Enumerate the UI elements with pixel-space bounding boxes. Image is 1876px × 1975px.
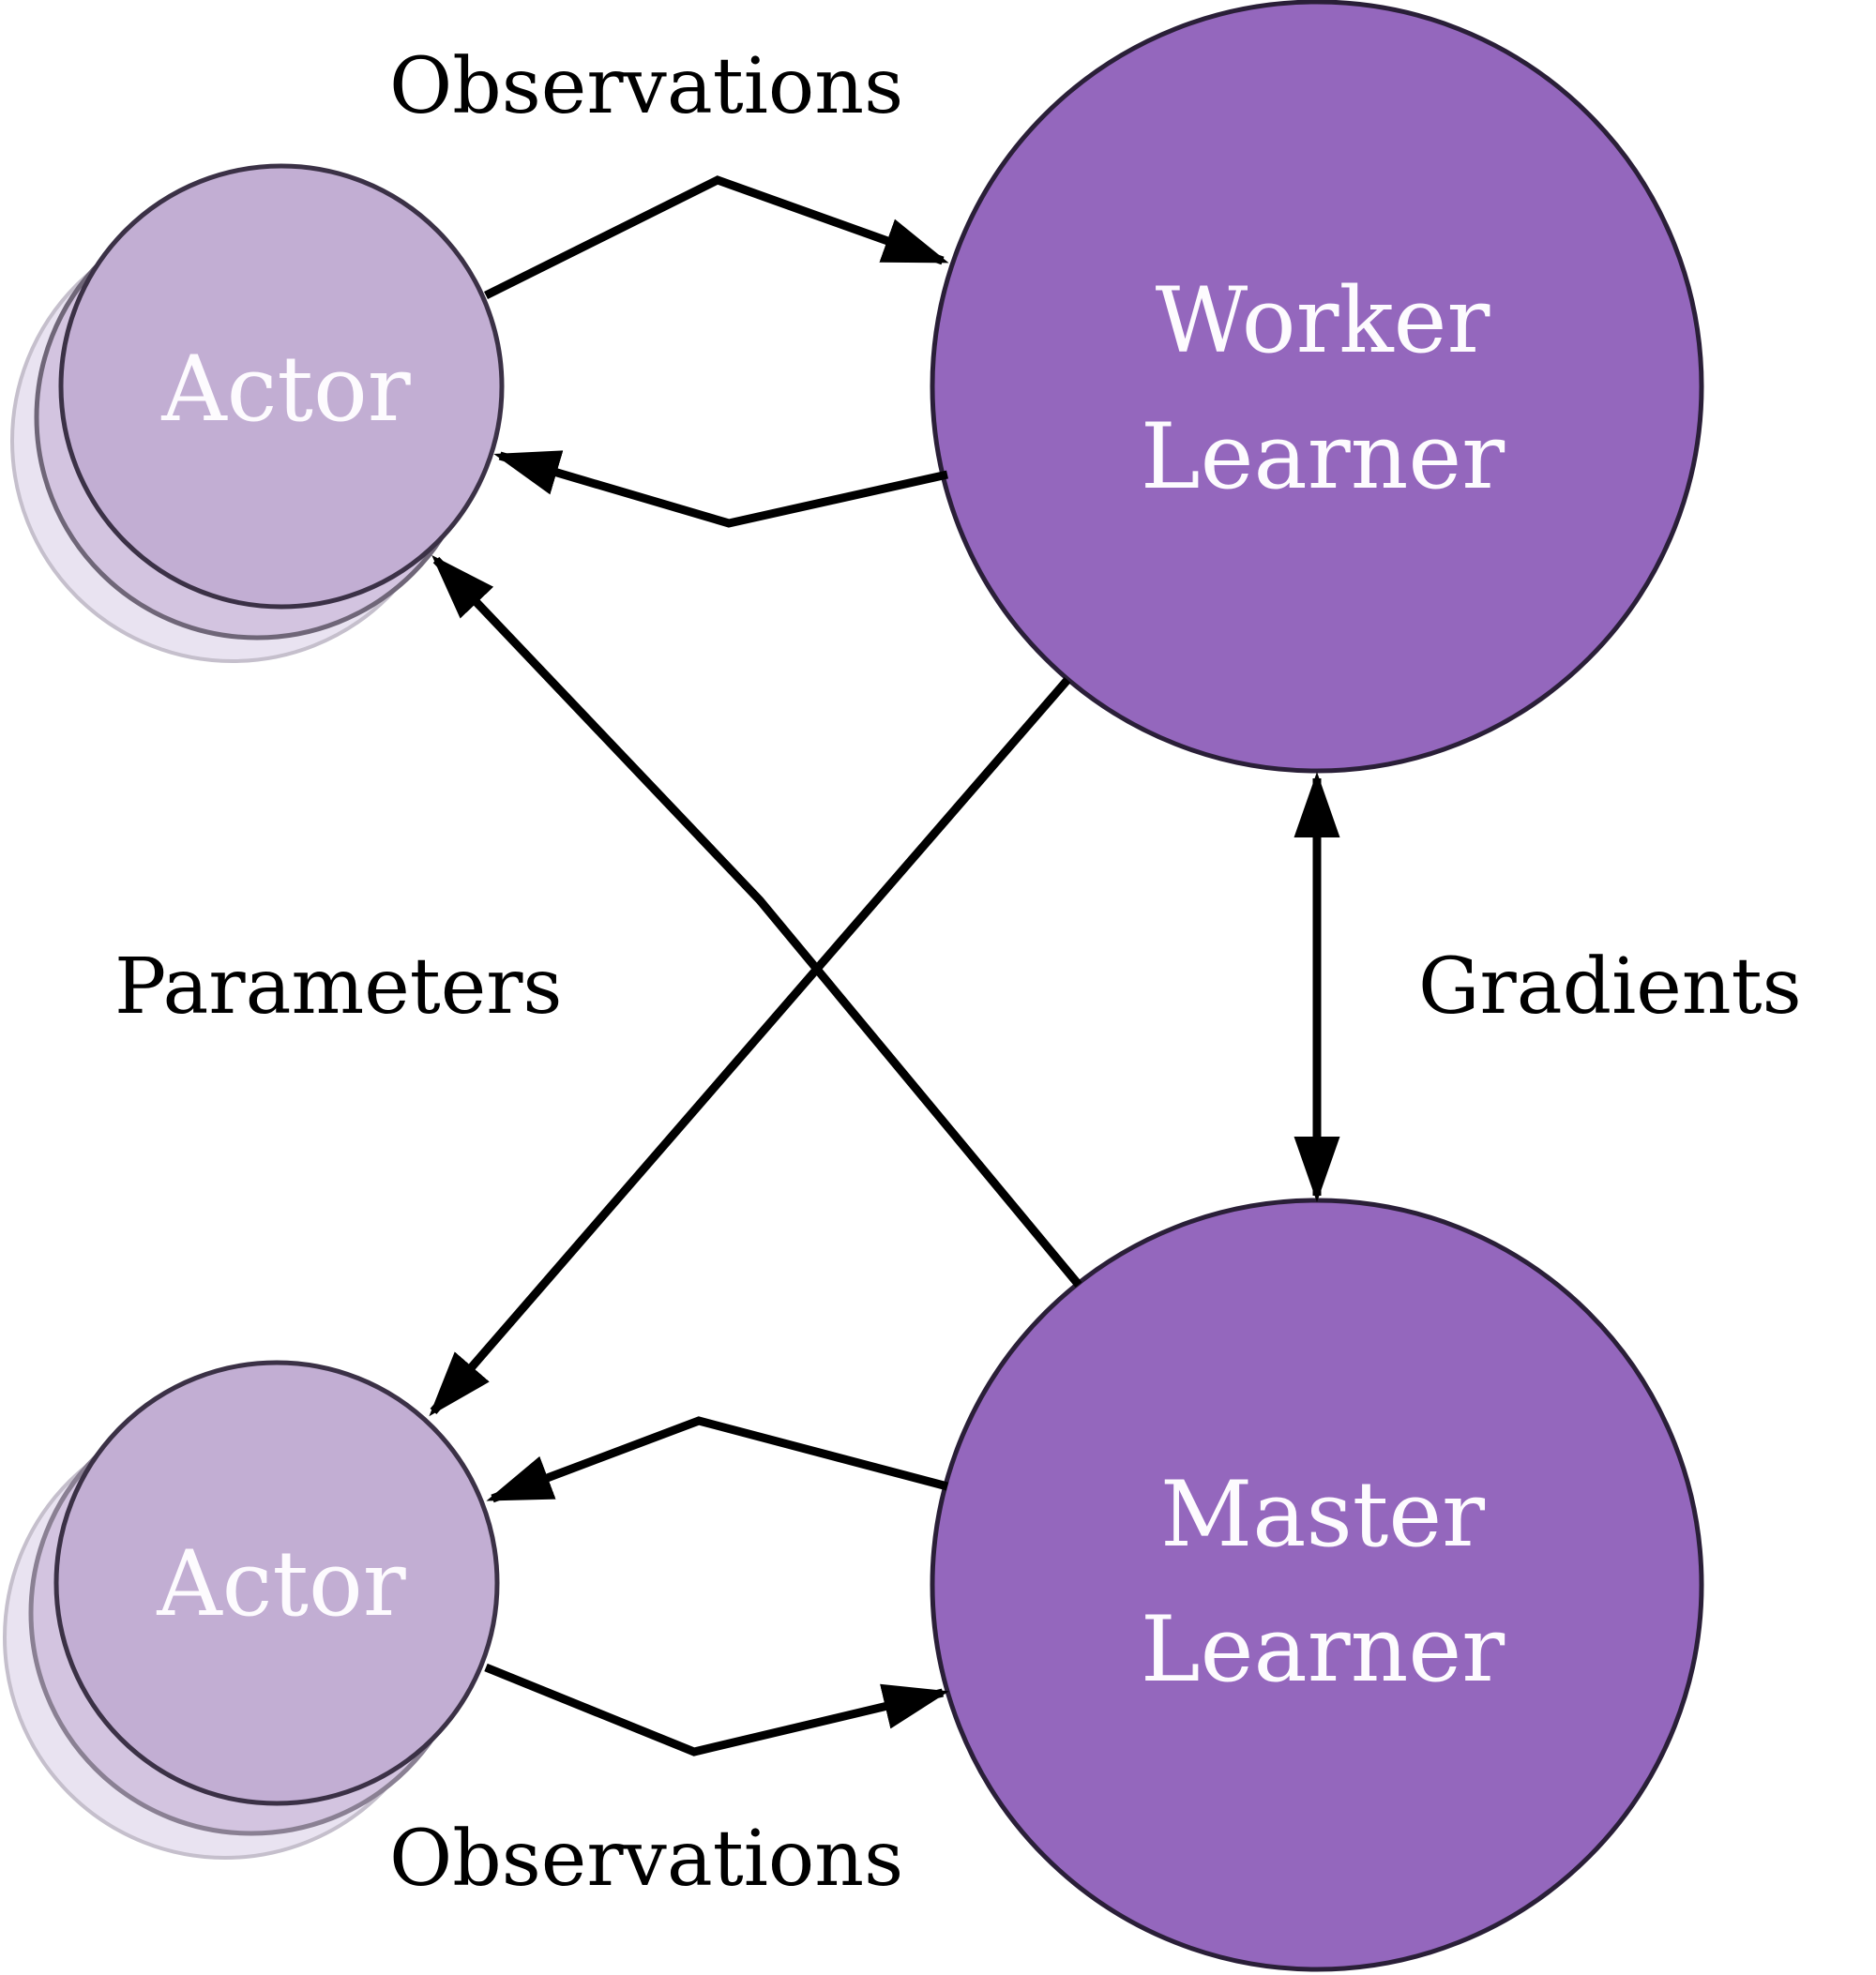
edge-observations-bottom bbox=[484, 1663, 949, 1756]
actor-node-top: Actor bbox=[10, 163, 505, 663]
label-observations-top: Observations bbox=[389, 42, 903, 131]
actor-label: Actor bbox=[156, 1531, 405, 1636]
label-parameters: Parameters bbox=[114, 942, 563, 1032]
label-gradients: Gradients bbox=[1418, 942, 1802, 1032]
master-learner-node: Master Learner bbox=[930, 1198, 1704, 1972]
master-learner-circle bbox=[930, 1198, 1704, 1972]
actor-label: Actor bbox=[160, 337, 410, 442]
worker-label-line1: Worker bbox=[1156, 268, 1490, 373]
worker-learner-node: Worker Learner bbox=[930, 0, 1704, 774]
edge-parameters-worker-to-actor-bottom bbox=[429, 677, 1071, 1417]
worker-label-line2: Learner bbox=[1141, 404, 1505, 509]
actor-node-bottom: Actor bbox=[3, 1360, 500, 1860]
master-label-line2: Learner bbox=[1141, 1597, 1505, 1702]
label-observations-bottom: Observations bbox=[389, 1815, 903, 1904]
actor-circle bbox=[58, 163, 505, 610]
master-label-line1: Master bbox=[1160, 1462, 1485, 1567]
actor-circle bbox=[53, 1360, 500, 1806]
edge-weights-worker-to-actor bbox=[493, 450, 948, 528]
worker-learner-circle bbox=[930, 0, 1704, 774]
edge-observations-top bbox=[483, 175, 949, 300]
edge-parameters-master-to-actor-top bbox=[431, 554, 1082, 1288]
edge-weights-master-to-actor-bottom bbox=[486, 1416, 949, 1503]
